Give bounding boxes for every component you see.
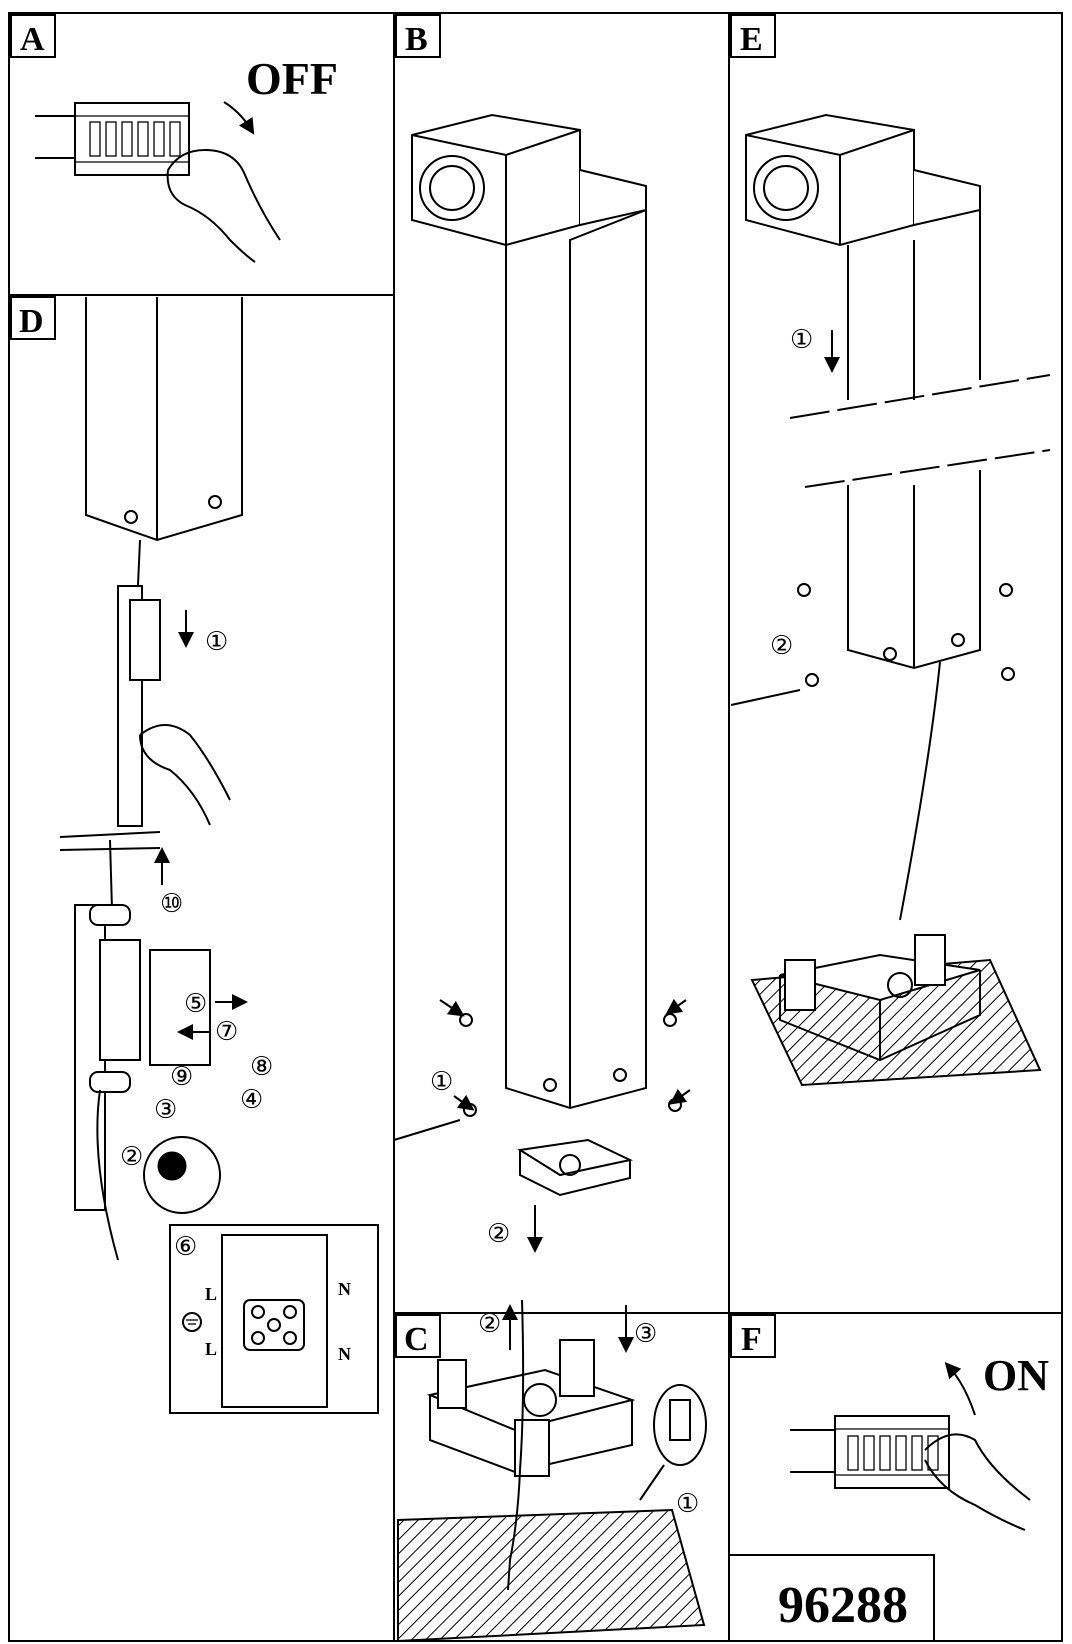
step-c-3: ③ xyxy=(634,1319,657,1349)
step-d-5: ⑤ xyxy=(184,989,207,1019)
panel-c: C ② ③ ① xyxy=(395,1299,707,1643)
panel-label-d: D xyxy=(19,303,44,340)
panel-label-a: A xyxy=(20,21,45,58)
terminal-label-n-bottom: N xyxy=(338,1344,351,1364)
on-label: ON xyxy=(983,1351,1049,1400)
panel-b: B ① ② xyxy=(393,14,691,1253)
step-d-9: ⑨ xyxy=(170,1062,193,1092)
earth-ground-icon xyxy=(182,1312,202,1332)
off-label: OFF xyxy=(246,53,338,104)
step-c-1: ① xyxy=(676,1489,699,1519)
panel-label-b: B xyxy=(405,21,428,58)
hand-icon xyxy=(139,724,231,826)
step-d-6: ⑥ xyxy=(174,1232,197,1262)
panel-f: F ON 96288 xyxy=(730,1314,1049,1634)
circuit-breaker-icon xyxy=(35,102,190,176)
panel-label-f: F xyxy=(741,1321,762,1358)
panel-d: D ① ⑩ ⑤ ⑦ ⑧ ⑨ ④ ③ ② ⑥ xyxy=(10,296,379,1414)
panel-label-e: E xyxy=(740,21,763,58)
step-d-8: ⑧ xyxy=(250,1052,273,1082)
arrow-icon xyxy=(944,1361,976,1416)
hand-icon xyxy=(166,148,281,263)
hand-icon xyxy=(924,1433,1031,1531)
step-d-7: ⑦ xyxy=(215,1017,238,1047)
screwdriver-icon xyxy=(393,1119,461,1141)
wiring-inset: ⑥ L N L N xyxy=(169,1224,379,1414)
step-b-1: ① xyxy=(430,1067,453,1097)
model-number: 96288 xyxy=(778,1577,908,1634)
panel-a: A OFF xyxy=(10,14,338,263)
terminal-label-l-bottom: L xyxy=(205,1339,217,1359)
step-e-1: ① xyxy=(790,325,813,355)
terminal-label-n-top: N xyxy=(338,1279,351,1299)
step-d-4: ④ xyxy=(240,1085,263,1115)
arrow-icon xyxy=(223,101,255,135)
step-c-2: ② xyxy=(478,1309,501,1339)
step-d-10: ⑩ xyxy=(160,889,183,919)
circuit-breaker-icon xyxy=(790,1415,950,1489)
step-e-2: ② xyxy=(770,631,793,661)
screwdriver-icon xyxy=(730,689,801,706)
panel-e: E ① ② xyxy=(730,14,1051,1087)
step-d-2: ② xyxy=(120,1142,143,1172)
step-b-2: ② xyxy=(487,1219,510,1249)
terminal-label-l-top: L xyxy=(205,1284,217,1304)
step-d-3: ③ xyxy=(154,1095,177,1125)
step-d-1: ① xyxy=(205,627,228,657)
panel-label-c: C xyxy=(404,1321,429,1358)
